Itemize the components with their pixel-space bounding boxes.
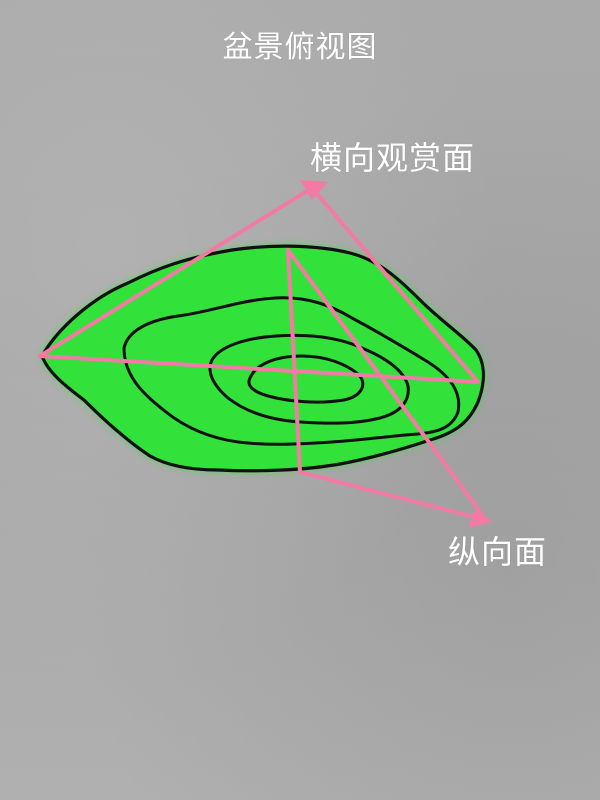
contour-inner bbox=[247, 354, 365, 404]
label-vertical-face: 纵向面 bbox=[448, 533, 548, 571]
label-horizontal-view: 横向观赏面 bbox=[310, 139, 476, 177]
arrowhead-horizontal bbox=[300, 180, 328, 200]
arrowhead-vertical bbox=[468, 508, 492, 528]
contour-third bbox=[208, 333, 410, 425]
horizontal-view-triangle bbox=[38, 186, 480, 384]
contour-second bbox=[122, 296, 461, 446]
vertical-face-triangle bbox=[286, 248, 488, 522]
pot-green-area bbox=[42, 246, 484, 471]
diagram-title: 盆景俯视图 bbox=[222, 30, 378, 65]
contour-outer bbox=[40, 244, 485, 473]
